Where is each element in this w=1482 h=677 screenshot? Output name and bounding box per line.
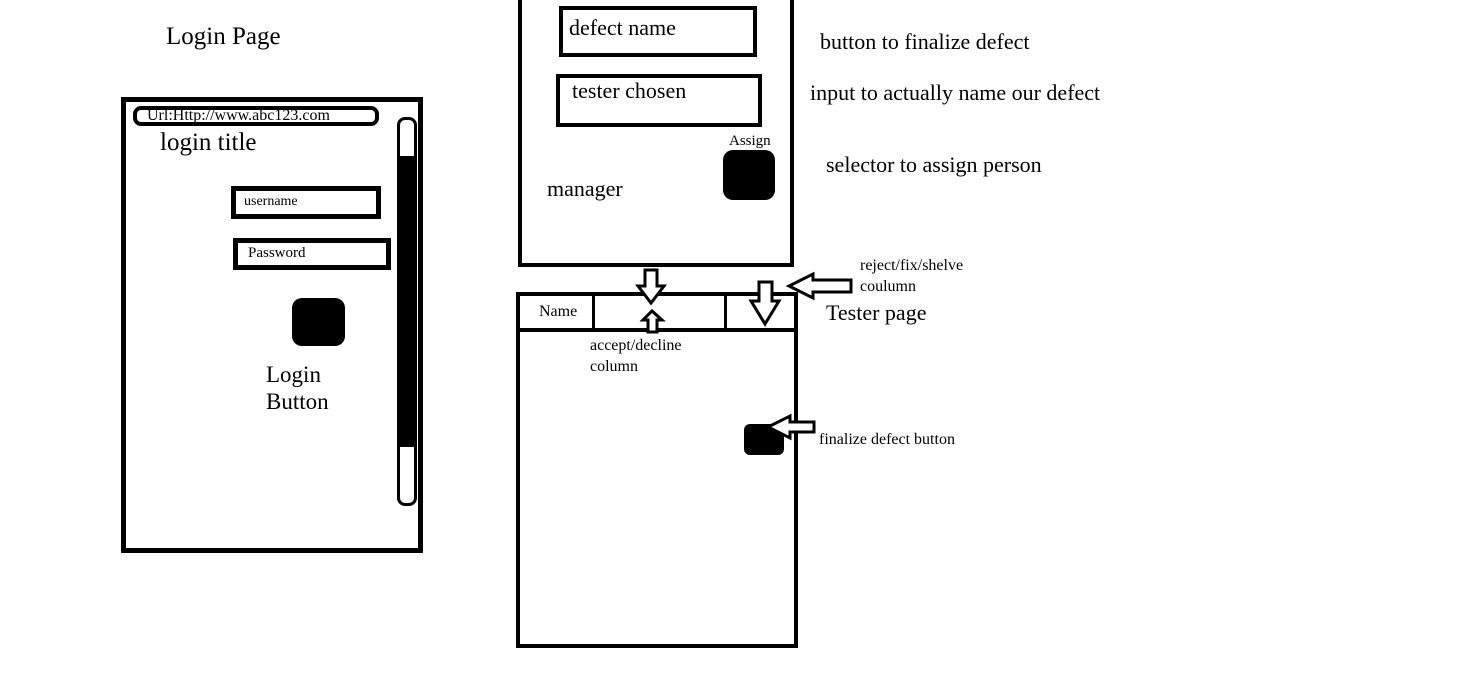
up-arrow-icon — [639, 308, 666, 334]
url-text: Url:Http://www.abc123.com — [147, 107, 330, 124]
column-divider — [592, 292, 595, 332]
assign-label: Assign — [729, 133, 771, 149]
login-button-label: Login Button — [266, 362, 329, 414]
password-placeholder: Password — [248, 245, 306, 261]
tester-chosen-selector[interactable] — [556, 74, 762, 127]
login-window-frame — [121, 97, 423, 553]
tester-page-label: Tester page — [826, 300, 927, 325]
annotation-finalize-button: finalize defect button — [819, 431, 955, 448]
username-input[interactable] — [231, 186, 381, 219]
defect-name-placeholder: defect name — [569, 15, 676, 40]
left-arrow-icon — [785, 271, 853, 301]
defect-name-input[interactable] — [559, 6, 757, 57]
login-title: login title — [160, 129, 257, 156]
annotation-assign-selector: selector to assign person — [826, 152, 1042, 177]
left-arrow-icon — [764, 413, 816, 441]
tester-page-frame — [516, 292, 798, 648]
down-arrow-icon — [748, 280, 782, 327]
assign-button[interactable] — [723, 150, 775, 200]
scrollbar-thumb[interactable] — [400, 156, 415, 447]
tester-chosen-placeholder: tester chosen — [572, 78, 687, 103]
username-placeholder: username — [244, 194, 298, 209]
login-button[interactable] — [292, 298, 345, 346]
password-input[interactable] — [233, 238, 391, 270]
url-bar[interactable] — [133, 106, 379, 126]
annotation-name-input: input to actually name our defect — [810, 80, 1101, 105]
annotation-finalize-defect: button to finalize defect — [820, 29, 1030, 54]
down-arrow-icon — [634, 268, 668, 306]
login-page-heading: Login Page — [166, 23, 281, 50]
column-header-name: Name — [539, 303, 578, 320]
annotation-reject-column: reject/fix/shelve coulumn — [860, 257, 964, 295]
annotation-accept-column: accept/decline column — [590, 337, 682, 375]
manager-page-label: manager — [547, 176, 623, 201]
column-divider — [724, 292, 727, 332]
